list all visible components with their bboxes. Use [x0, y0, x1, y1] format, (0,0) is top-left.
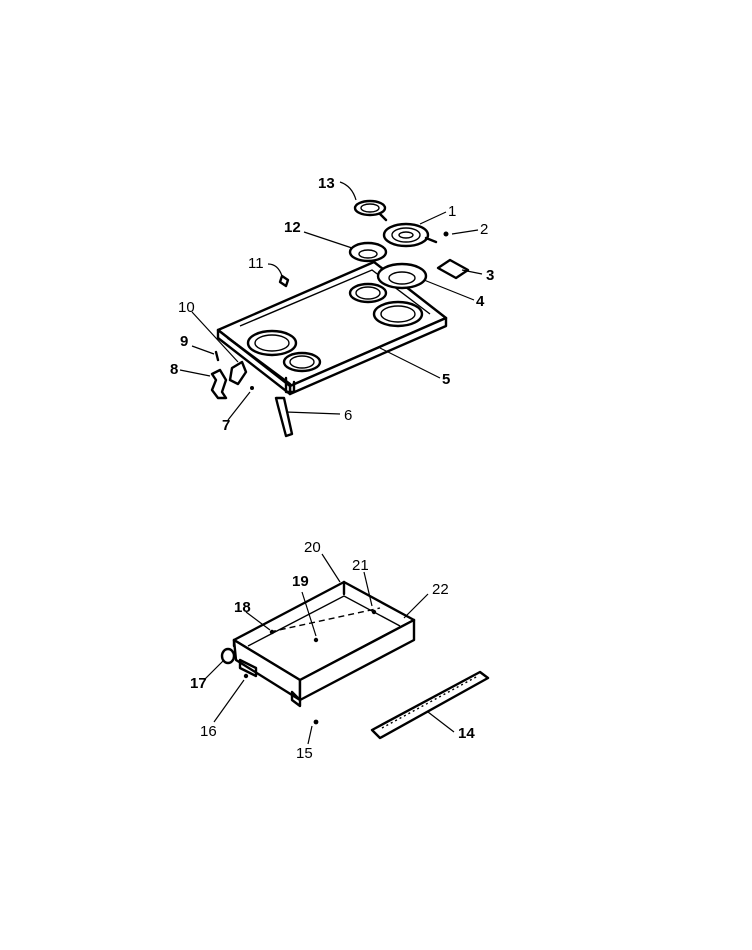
callout-9: 9: [180, 333, 188, 350]
callout-7: 7: [222, 417, 230, 434]
callout-12: 12: [284, 219, 301, 236]
callout-6: 6: [344, 407, 352, 424]
callout-13: 13: [318, 175, 335, 192]
drip-bowl-small: [348, 241, 388, 263]
callout-4: 4: [476, 293, 485, 310]
callout-2: 2: [480, 221, 488, 238]
callout-16: 16: [200, 723, 217, 740]
callout-8: 8: [170, 361, 178, 378]
callout-20: 20: [304, 539, 321, 556]
drip-bowl-large: [376, 262, 428, 290]
callout-14: 14: [458, 725, 475, 742]
drawer-rail: [370, 670, 490, 740]
hinge-bracket: [228, 360, 248, 386]
callout-labels: 13 1 2 12 11 3 4 10 9 8 5 7 6 20 21 19 2…: [170, 175, 494, 762]
main-top: [216, 260, 448, 396]
callout-18: 18: [234, 599, 251, 616]
callout-17: 17: [190, 675, 207, 692]
clip: [278, 274, 290, 288]
surface-element-small: [353, 199, 388, 222]
screw-7: [250, 386, 254, 390]
support-rod: [274, 396, 294, 438]
cooktop-assembly: [210, 199, 470, 438]
callout-10: 10: [178, 299, 195, 316]
drawer-assembly: [220, 580, 416, 725]
callout-3: 3: [486, 267, 494, 284]
screw-18: [269, 629, 275, 635]
callout-19: 19: [292, 573, 309, 590]
drawer-roller: [220, 647, 236, 665]
screw-9: [214, 350, 220, 362]
surface-element-large: [382, 222, 438, 248]
hinge: [210, 368, 228, 400]
callout-21: 21: [352, 557, 369, 574]
screw-15: [313, 719, 319, 725]
callout-1: 1: [448, 203, 456, 220]
callout-22: 22: [432, 581, 449, 598]
screw: [443, 231, 449, 237]
callout-5: 5: [442, 371, 450, 388]
screw-16: [243, 673, 249, 679]
screw-21: [371, 609, 377, 615]
leader-lines: [179, 181, 483, 745]
callout-11: 11: [248, 255, 264, 272]
element-receptacle: [436, 258, 470, 280]
rivet-19: [313, 637, 319, 643]
callout-15: 15: [296, 745, 313, 762]
